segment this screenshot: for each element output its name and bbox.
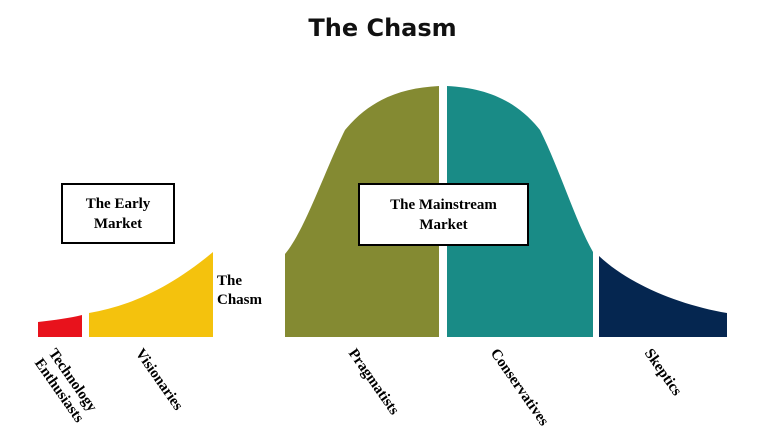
segment-skeptics (599, 256, 727, 337)
chasm-label: The Chasm (217, 272, 262, 310)
early-market-line1: The Early (85, 195, 151, 212)
diagram-title: The Chasm (308, 14, 457, 42)
segment-visionaries (89, 252, 213, 337)
chasm-label-line1: The (217, 273, 243, 289)
mainstream-market-box: The Mainstream Market (358, 183, 529, 246)
mainstream-market-line1: The Mainstream (390, 196, 497, 213)
chasm-label-line2: Chasm (217, 292, 263, 308)
early-market-line2: Market (93, 215, 143, 232)
mainstream-market-line2: Market (419, 216, 468, 233)
early-market-box: The Early Market (61, 183, 175, 244)
segment-technology-enthusiasts (38, 315, 82, 337)
